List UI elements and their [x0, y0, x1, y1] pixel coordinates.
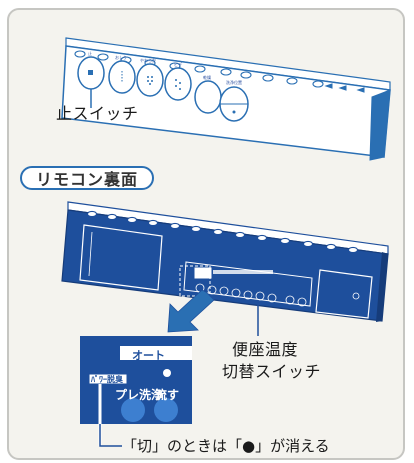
flush-label: 流す [155, 388, 180, 402]
front-buttons [77, 56, 249, 122]
label-stop: 止 [88, 51, 92, 56]
label-dry: 乾燥 [203, 75, 211, 80]
flush-button [154, 398, 178, 422]
label-oshiri: おしり [115, 55, 127, 60]
off-note-callout: 「切」のときは「●」が消える [122, 437, 330, 455]
seat-temp-callout-line1: 便座温度 [232, 340, 299, 359]
power-deodorize-label: ﾊﾟﾜｰ脱臭 [91, 375, 123, 384]
label-wash-position: 洗浄位置 [226, 80, 242, 85]
remote-back [61, 201, 389, 322]
seat-temp-callout-line2: 切替スイッチ [222, 362, 322, 381]
remote-front [61, 37, 391, 161]
soft-button [136, 63, 164, 97]
dry-button [194, 80, 222, 114]
pre-wash-label: プレ洗浄 [115, 388, 164, 402]
label-bidet: ビデ [174, 62, 182, 67]
zoom-arrow-icon [167, 289, 215, 333]
stop-square-icon [88, 70, 93, 75]
pre-wash-button [121, 398, 145, 422]
auto-label: オート [132, 349, 165, 362]
stop-switch-callout: 止スイッチ [56, 104, 139, 123]
label-soft: やわらか [140, 58, 156, 63]
section-label-pill: リモコン裏面 [20, 166, 154, 190]
bidet-button [164, 67, 192, 101]
zoom-detail [80, 336, 192, 446]
